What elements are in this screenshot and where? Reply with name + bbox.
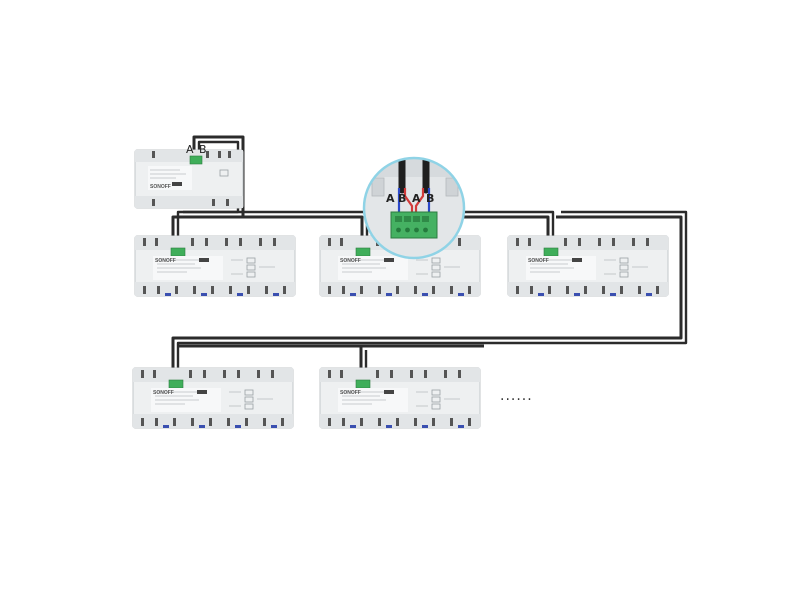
module-brand: SONOFF — [155, 258, 176, 264]
wire-row1-bus — [178, 215, 364, 243]
module-row2-2: SONOFF — [319, 367, 481, 429]
module-brand: SONOFF — [528, 258, 549, 264]
module-brand: SONOFF — [340, 390, 361, 396]
module-brand: SONOFF — [153, 390, 174, 396]
zoom-inset-ring — [362, 156, 466, 260]
module-row1-2: SONOFF — [319, 235, 481, 297]
module-row2-1: SONOFF — [132, 367, 294, 429]
gateway-device: SONOFF A B — [134, 143, 244, 209]
wire-drop-right — [171, 215, 683, 376]
module-row1-3: SONOFF — [507, 235, 669, 297]
zoom-terminal-block — [390, 211, 438, 239]
wire-drop-right-inner — [176, 210, 688, 376]
zoom-label-a-2: A — [412, 192, 421, 205]
zoom-label-a-1: A — [386, 192, 395, 205]
module-brand: SONOFF — [340, 258, 361, 264]
zoom-label-b-1: B — [398, 192, 406, 205]
gateway-brand: SONOFF — [150, 184, 171, 190]
continuation-ellipsis: ...... — [500, 388, 533, 404]
module-row1-1: SONOFF — [134, 235, 296, 297]
gateway-label-b: B — [199, 143, 207, 156]
zoom-label-b-2: B — [426, 192, 434, 205]
gateway-label-a: A — [186, 143, 194, 156]
gateway-terminal-block — [189, 155, 203, 165]
